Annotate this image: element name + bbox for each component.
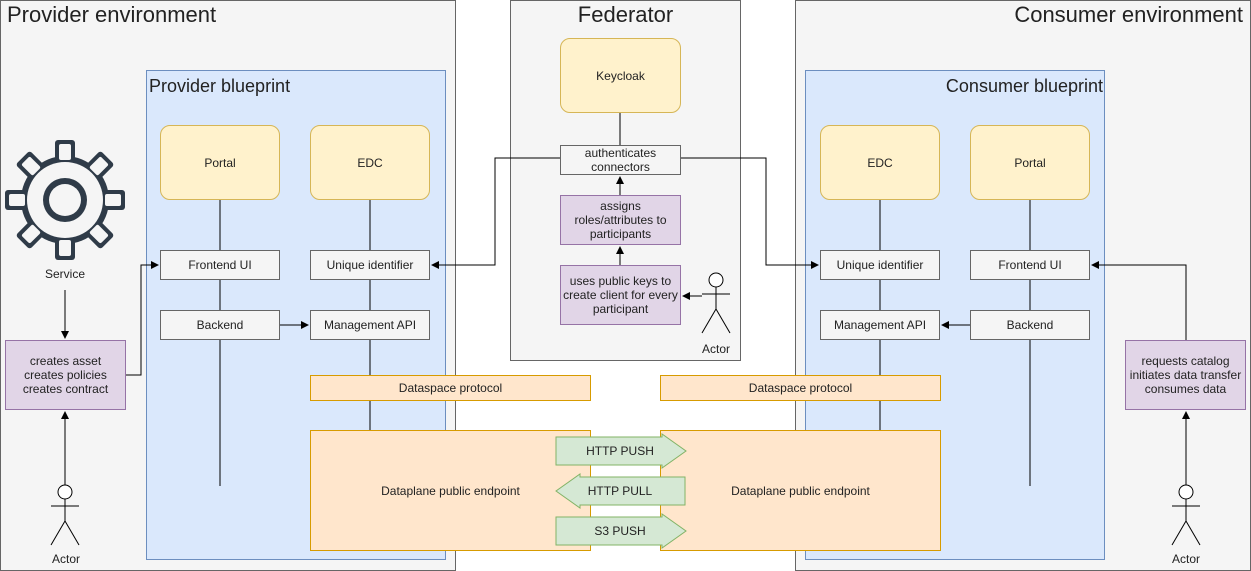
provider-actions: creates asset creates policies creates c… xyxy=(5,340,126,410)
provider-frontend-ui-label: Frontend UI xyxy=(188,258,252,272)
dataplane-consumer-label: Dataplane public endpoint xyxy=(731,483,870,498)
consumer-backend: Backend xyxy=(970,310,1090,340)
provider-unique-identifier-label: Unique identifier xyxy=(326,258,414,272)
authenticates-connectors: authenticates connectors xyxy=(560,145,681,175)
provider-backend: Backend xyxy=(160,310,280,340)
dataplane-provider-label: Dataplane public endpoint xyxy=(381,483,520,498)
provider-blueprint-title: Provider blueprint xyxy=(149,76,291,96)
assigns-roles-label: assigns roles/attributes to participants xyxy=(574,199,667,241)
service-label: Service xyxy=(44,267,85,281)
consumer-actions-text: requests catalog initiates data transfer… xyxy=(1129,354,1242,396)
consumer-unique-identifier-label: Unique identifier xyxy=(836,258,924,272)
authenticates-connectors-label: authenticates connectors xyxy=(584,146,657,174)
assigns-roles: assigns roles/attributes to participants xyxy=(560,195,681,245)
consumer-backend-label: Backend xyxy=(1006,318,1054,332)
http-pull-label: HTTP PULL xyxy=(588,484,653,498)
keycloak: Keycloak xyxy=(560,38,681,113)
provider-portal: Portal xyxy=(160,125,280,200)
http-push-label: HTTP PUSH xyxy=(586,444,654,458)
consumer-actor-label: Actor xyxy=(1171,552,1200,566)
dataplane-consumer: Dataplane public endpoint xyxy=(660,430,941,551)
federator-title: Federator xyxy=(577,2,674,27)
consumer-portal-label: Portal xyxy=(1014,155,1046,170)
consumer-edc: EDC xyxy=(820,125,940,200)
consumer-unique-identifier: Unique identifier xyxy=(820,250,940,280)
consumer-actions: requests catalog initiates data transfer… xyxy=(1125,340,1246,410)
keycloak-label: Keycloak xyxy=(596,68,645,83)
provider-edc-label: EDC xyxy=(357,155,383,170)
s3-push-label: S3 PUSH xyxy=(594,524,645,538)
provider-environment-title: Provider environment xyxy=(7,2,217,27)
consumer-edc-label: EDC xyxy=(867,155,893,170)
provider-edc: EDC xyxy=(310,125,430,200)
provider-management-api: Management API xyxy=(310,310,430,340)
dataspace-protocol-consumer: Dataspace protocol xyxy=(660,375,941,401)
dataspace-protocol-consumer-label: Dataspace protocol xyxy=(748,381,853,395)
dataplane-provider: Dataplane public endpoint xyxy=(310,430,591,551)
provider-actor-label: Actor xyxy=(51,552,80,566)
consumer-management-api: Management API xyxy=(820,310,940,340)
provider-portal-label: Portal xyxy=(204,155,236,170)
consumer-environment-title: Consumer environment xyxy=(1014,2,1243,27)
consumer-blueprint-title: Consumer blueprint xyxy=(945,76,1103,96)
uses-public-keys-label: uses public keys to create client for ev… xyxy=(563,274,678,316)
provider-frontend-ui: Frontend UI xyxy=(160,250,280,280)
provider-backend-label: Backend xyxy=(196,318,244,332)
provider-management-api-label: Management API xyxy=(323,318,417,332)
federator-actor-label: Actor xyxy=(701,342,730,356)
consumer-management-api-label: Management API xyxy=(833,318,927,332)
uses-public-keys: uses public keys to create client for ev… xyxy=(560,265,681,325)
consumer-frontend-ui: Frontend UI xyxy=(970,250,1090,280)
consumer-frontend-ui-label: Frontend UI xyxy=(998,258,1062,272)
dataspace-protocol-provider: Dataspace protocol xyxy=(310,375,591,401)
dataspace-protocol-provider-label: Dataspace protocol xyxy=(398,381,503,395)
consumer-portal: Portal xyxy=(970,125,1090,200)
provider-actions-text: creates asset creates policies creates c… xyxy=(22,354,109,396)
provider-unique-identifier: Unique identifier xyxy=(310,250,430,280)
